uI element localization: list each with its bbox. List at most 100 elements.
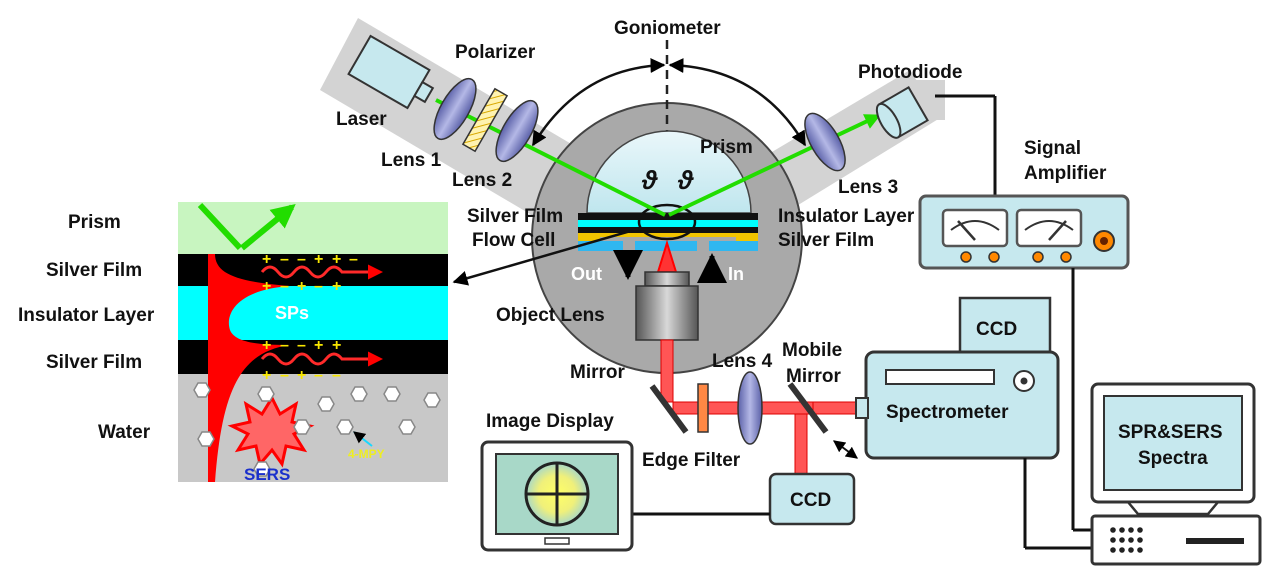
image-display-button (544, 537, 570, 545)
laser-aperture (413, 80, 435, 104)
inset-evanescent-field (208, 254, 290, 482)
computer-stand (1125, 500, 1221, 516)
amplifier-meter-2-scale (1024, 220, 1074, 231)
flow-cell-left (578, 233, 600, 241)
svg-text:–: – (297, 251, 306, 268)
amplifier-meter-2-needle (1048, 220, 1067, 241)
computer-case (1090, 514, 1262, 566)
lens-3 (804, 112, 846, 172)
object-lens-body (635, 285, 699, 341)
mobile-mirror-arrow (833, 440, 858, 459)
insulator-layer (578, 220, 758, 227)
silver-film-layer-2 (578, 227, 758, 233)
prism-hemisphere (586, 130, 752, 214)
ccd-bottom-box (768, 472, 856, 526)
label-insulator-layer-right: Insulator Layer (778, 206, 915, 227)
amplifier-output-jack-core (1100, 237, 1108, 245)
inset-sers-burst (227, 394, 315, 468)
computer-screen (1103, 395, 1243, 491)
label-spectra-line2: Spectra (1138, 448, 1208, 469)
svg-text:+: + (262, 278, 271, 295)
label-lens-3: Lens 3 (838, 177, 898, 198)
amplifier-meter-1-needle (957, 220, 976, 241)
svg-text:–: – (332, 367, 341, 384)
flow-cell-base-3 (709, 241, 758, 251)
label-ccd-bottom: CCD (790, 490, 831, 511)
svg-text:+: + (314, 337, 323, 354)
label-ccd-top: CCD (976, 319, 1017, 340)
amplifier-meter-1 (941, 208, 1009, 248)
inset-label-water: Water (98, 422, 151, 443)
label-goniometer: Goniometer (614, 18, 721, 39)
laser-beam-to-spectrometer (812, 401, 859, 415)
inset-mpy-pointer (353, 431, 373, 447)
mobile-mirror (787, 382, 829, 434)
laser-beam-to-ccd (794, 413, 808, 475)
label-silver-film-left: Silver Film (467, 206, 563, 227)
svg-text:+: + (332, 278, 341, 295)
edge-filter (697, 383, 709, 433)
lens-4 (737, 371, 763, 445)
label-amplifier: Amplifier (1024, 163, 1107, 184)
label-polarizer: Polarizer (455, 42, 536, 63)
inset-incident-arrow (197, 202, 243, 251)
photodiode-face (875, 102, 902, 139)
label-laser: Laser (336, 109, 387, 130)
flow-cell-base-1 (578, 241, 623, 251)
goniometer-arc-left (531, 57, 666, 147)
lens-1 (433, 77, 477, 141)
label-prism-top: Prism (700, 137, 753, 158)
label-theta-right: ϑ (677, 165, 694, 195)
silver-film-layer (578, 213, 758, 220)
amplifier-knob-1 (960, 251, 972, 263)
laser-beam-incident (435, 98, 666, 217)
amplifier-knob-4 (1060, 251, 1072, 263)
flow-cell-top (600, 233, 736, 237)
label-out: Out (571, 264, 602, 284)
amplifier-knob-3 (1032, 251, 1044, 263)
svg-text:+: + (262, 337, 271, 354)
svg-text:–: – (314, 367, 323, 384)
label-silver-film-right: Silver Film (778, 230, 874, 251)
object-lens-top (644, 271, 690, 287)
label-signal: Signal (1024, 138, 1081, 159)
label-flow-cell: Flow Cell (472, 230, 555, 251)
label-mirror: Mirror (570, 362, 626, 383)
label-photodiode: Photodiode (858, 62, 962, 83)
label-mobile-mirror: Mirror (786, 366, 842, 387)
svg-text:+: + (297, 367, 306, 384)
amplifier-meter-1-scale (950, 220, 1000, 231)
svg-text:+: + (332, 337, 341, 354)
label-spectra-line1: SPR&SERS (1118, 422, 1223, 443)
svg-text:–: – (280, 278, 289, 295)
inset-label-mpy: 4-MPY (348, 447, 385, 461)
laser-beam-reflected (668, 114, 881, 217)
computer-case-buttons (1110, 527, 1143, 553)
inset-charge-signs: +––++– +–+–+ +––++ +–+–– (262, 251, 358, 384)
label-spectrometer: Spectrometer (886, 402, 1009, 423)
label-mobile: Mobile (782, 340, 842, 361)
flow-cell-right (736, 233, 758, 241)
svg-text:–: – (280, 251, 289, 268)
svg-text:–: – (297, 337, 306, 354)
inset-reflected-arrow (240, 203, 296, 251)
lens-2 (495, 99, 539, 163)
svg-text:–: – (280, 337, 289, 354)
goniometer-arc-right (668, 57, 807, 147)
spectrometer-input-port (855, 397, 869, 419)
label-theta-left: ϑ (641, 165, 658, 195)
svg-text:–: – (280, 367, 289, 384)
inset-structure: +––++– +–+–+ +––++ +–+–– (178, 202, 448, 482)
inset-label-insulator-layer: Insulator Layer (18, 305, 155, 326)
inset-callout-line (452, 226, 642, 286)
polarizer (461, 87, 509, 153)
computer-drive-slot (1186, 538, 1244, 544)
label-lens-1: Lens 1 (381, 150, 442, 171)
label-lens-2: Lens 2 (452, 170, 512, 191)
sensing-spot-ellipse (637, 203, 697, 241)
inset-label-sps: SPs (275, 303, 309, 323)
inset-label-silver-film-2: Silver Film (46, 352, 142, 373)
svg-text:+: + (332, 251, 341, 268)
inset-label-silver-film-1: Silver Film (46, 260, 142, 281)
